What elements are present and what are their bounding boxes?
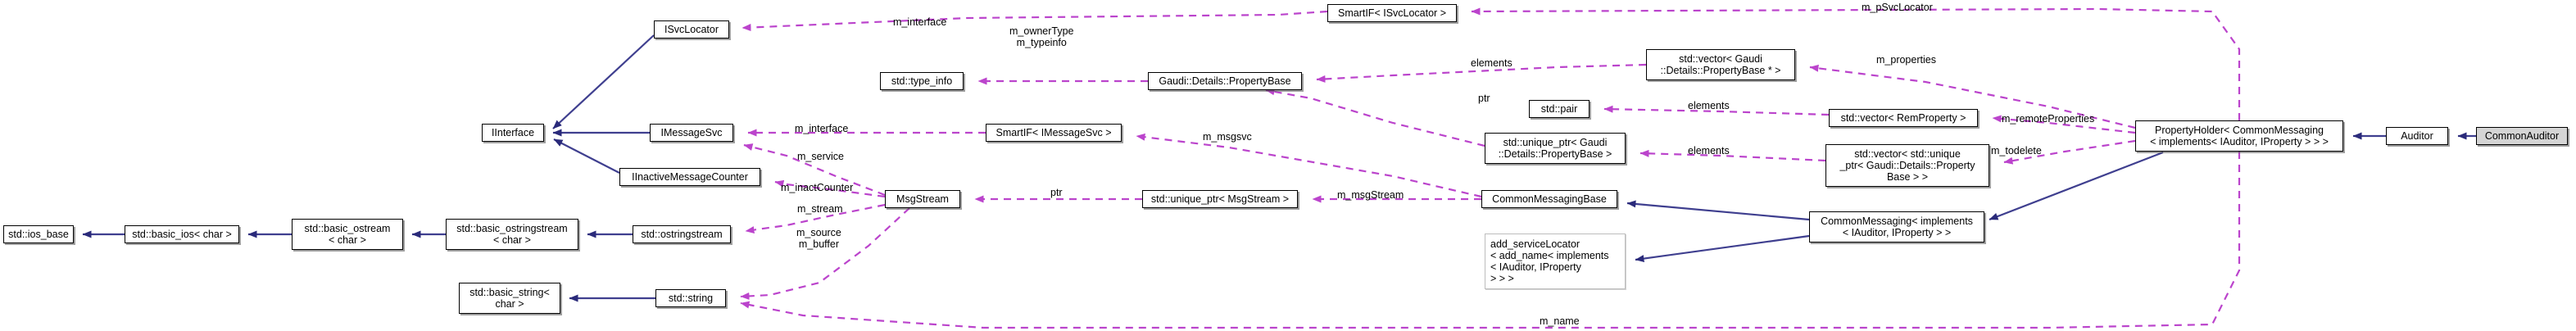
edge-label-elements_prop: elements	[1471, 57, 1512, 69]
edge-CommonMessagingBase-to-SmartIF_IMessageSvc	[1136, 133, 1482, 198]
edge-label-m_pSvcLocator: m_pSvcLocator	[1862, 2, 1933, 13]
edge-label-elements_uptr: elements	[1688, 145, 1730, 156]
edge-SmartIF_ISvcLocator-to-ISvcLocator	[742, 10, 1328, 32]
edge-label-ptr_msg: ptr	[1050, 187, 1063, 198]
class-node-vector_PropertyBasePtr[interactable]: std::vector< Gaudi ::Details::PropertyBa…	[1646, 49, 1795, 80]
edge-IInactiveMessageCounter-to-IInterface	[553, 138, 620, 174]
edge-MsgStream-to-ostringstream	[745, 203, 886, 234]
edge-label-m_ownerType: m_ownerType m_typeinfo	[1009, 25, 1074, 48]
class-node-pair[interactable]: std::pair	[1529, 100, 1590, 118]
edge-label-m_properties: m_properties	[1876, 54, 1936, 66]
class-node-CommonMessaging[interactable]: CommonMessaging< implements < IAuditor, …	[1809, 211, 1984, 243]
class-node-SmartIF_ISvcLocator[interactable]: SmartIF< ISvcLocator >	[1327, 4, 1457, 22]
edge-vector_PropertyBasePtr-to-PropertyBase	[1316, 63, 1647, 83]
edge-PropertyHolder-to-string	[740, 152, 2241, 329]
class-node-PropertyHolder[interactable]: PropertyHolder< CommonMessaging < implem…	[2135, 120, 2343, 152]
class-node-basic_ostream[interactable]: std::basic_ostream < char >	[292, 219, 403, 250]
class-node-vector_RemProperty[interactable]: std::vector< RemProperty >	[1829, 109, 1978, 127]
edge-PropertyHolder-to-vector_RemProperty	[1992, 115, 2136, 134]
class-node-CommonAuditor[interactable]: CommonAuditor	[2476, 127, 2568, 145]
usage-edges	[740, 7, 2241, 329]
edge-PropertyHolder-to-CommonMessaging	[1989, 151, 2164, 221]
class-node-unique_ptr_MsgStream[interactable]: std::unique_ptr< MsgStream >	[1142, 190, 1298, 208]
edge-label-m_stream: m_stream	[797, 203, 843, 215]
class-node-basic_ios[interactable]: std::basic_ios< char >	[125, 225, 239, 243]
inheritance-edges	[82, 34, 2476, 302]
class-node-IMessageSvc[interactable]: IMessageSvc	[650, 124, 733, 142]
class-node-string[interactable]: std::string	[655, 289, 726, 307]
class-node-ISvcLocator[interactable]: ISvcLocator	[654, 20, 729, 39]
class-node-ios_base[interactable]: std::ios_base	[3, 225, 74, 243]
edge-label-m_inactCounter: m_inactCounter	[781, 182, 854, 193]
edge-ISvcLocator-to-IInterface	[552, 34, 655, 129]
edge-vector_unique_ptr_PropertyBase-to-unique_ptr_PropertyBase	[1639, 149, 1826, 162]
edge-label-m_name: m_name	[1540, 315, 1580, 327]
class-node-vector_unique_ptr_PropertyBase[interactable]: std::vector< std::unique _ptr< Gaudi::De…	[1825, 144, 1989, 187]
class-node-add_serviceLocator[interactable]: add_serviceLocator < add_name< implement…	[1485, 234, 1626, 289]
edge-PropertyHolder-to-vector_unique_ptr_PropertyBase	[2003, 139, 2136, 165]
edge-MsgStream-to-IInactiveMessageCounter	[774, 179, 886, 198]
edge-PropertyHolder-to-vector_PropertyBasePtr	[1809, 64, 2136, 129]
class-node-basic_string[interactable]: std::basic_string< char >	[459, 283, 560, 314]
edge-label-m_interface_mid: m_interface	[795, 123, 849, 134]
class-node-IInterface[interactable]: IInterface	[482, 124, 544, 142]
class-node-PropertyBase[interactable]: Gaudi::Details::PropertyBase	[1148, 72, 1302, 90]
edge-MsgStream-to-IMessageSvc	[743, 143, 886, 197]
edge-label-elements_pair: elements	[1688, 100, 1730, 111]
edge-vector_RemProperty-to-pair	[1603, 105, 1830, 116]
class-node-unique_ptr_PropertyBase[interactable]: std::unique_ptr< Gaudi ::Details::Proper…	[1485, 133, 1626, 164]
class-node-MsgStream[interactable]: MsgStream	[885, 190, 960, 208]
class-node-basic_ostringstream[interactable]: std::basic_ostringstream < char >	[446, 219, 578, 250]
edge-label-m_source: m_source m_buffer	[796, 227, 841, 250]
edge-label-m_service: m_service	[797, 151, 844, 162]
edge-label-m_interface_top: m_interface	[893, 16, 947, 28]
edge-unique_ptr_PropertyBase-to-PropertyBase	[1265, 88, 1485, 147]
class-node-IInactiveMessageCounter[interactable]: IInactiveMessageCounter	[619, 168, 760, 186]
edge-label-m_todelete: m_todelete	[1991, 145, 2042, 156]
class-node-CommonMessagingBase[interactable]: CommonMessagingBase	[1481, 190, 1617, 208]
class-node-ostringstream[interactable]: std::ostringstream	[633, 225, 731, 243]
edge-label-m_msgsvc: m_msgsvc	[1203, 131, 1252, 143]
edge-MsgStream-to-string	[740, 207, 910, 300]
edge-label-m_msgStream: m_msgStream	[1337, 189, 1404, 201]
class-node-type_info[interactable]: std::type_info	[880, 72, 964, 90]
class-node-SmartIF_IMessageSvc[interactable]: SmartIF< IMessageSvc >	[986, 124, 1122, 142]
edge-CommonMessaging-to-add_serviceLocator	[1635, 234, 1810, 263]
class-node-Auditor[interactable]: Auditor	[2386, 127, 2448, 145]
edge-label-ptr_prop: ptr	[1478, 93, 1490, 104]
edge-CommonMessaging-to-CommonMessagingBase	[1626, 200, 1810, 221]
edge-label-m_remoteProperties: m_remoteProperties	[2002, 113, 2095, 125]
